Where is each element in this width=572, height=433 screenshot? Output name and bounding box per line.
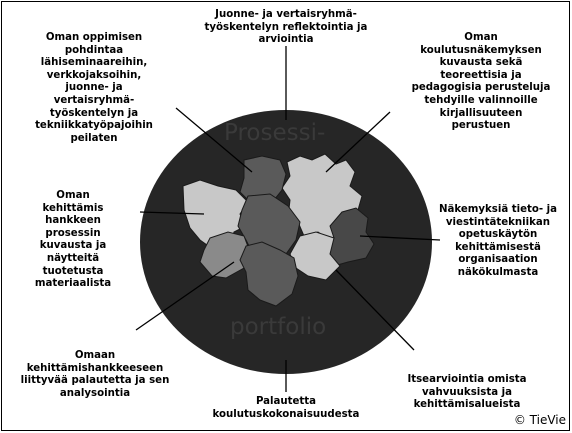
label-right: Näkemyksiä tieto- ja viestintätekniikan … (438, 204, 558, 278)
ellipse-title-top: Prosessi- (224, 120, 325, 146)
label-left: Oman kehittämis hankkeen prosessin kuvau… (34, 190, 112, 290)
label-bottom: Palautetta koulutuskokonaisuudesta (212, 396, 360, 420)
puzzle-piece-bottom (239, 241, 299, 307)
puzzle-piece-right (327, 207, 375, 267)
connector-right (359, 235, 441, 241)
puzzle-piece-lower-left (199, 231, 251, 279)
connector-top-left (175, 107, 253, 173)
connector-left (139, 211, 205, 215)
credit-text: © TieVie (513, 413, 566, 427)
connector-top-right (325, 111, 391, 173)
label-bottom-left: Omaan kehittämishankkeeseen liittyvää pa… (20, 350, 170, 399)
connector-bottom-left (135, 261, 235, 331)
ellipse-title-bottom: portfolio (230, 314, 326, 340)
label-top-left: Oman oppimisen pohdintaa lähiseminaareih… (35, 32, 153, 144)
connector-bottom-right (335, 269, 415, 351)
label-top: Juonne- ja vertaisryhmä- työskentelyn re… (204, 9, 368, 46)
label-top-right: Oman koulutusnäkemyksen kuvausta sekä te… (411, 32, 551, 132)
label-bottom-right: Itsearviointia omista vahvuuksista ja ke… (407, 374, 527, 411)
